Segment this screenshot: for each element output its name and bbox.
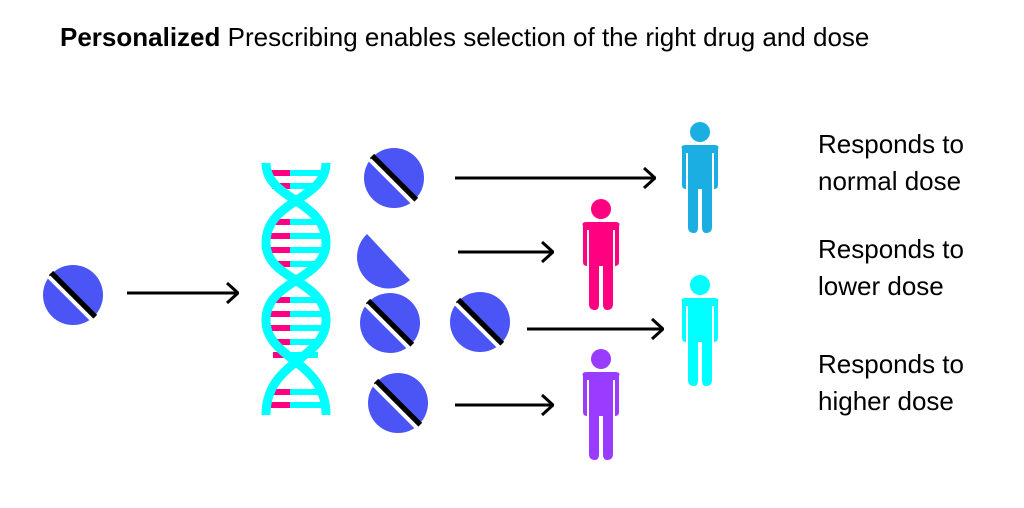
outcome-line: higher dose (818, 386, 954, 416)
person-icon-normal (681, 122, 719, 233)
title: Personalized Prescribing enables selecti… (60, 22, 869, 53)
pill-icon (360, 293, 420, 353)
title-rest: Prescribing enables selection of the rig… (220, 22, 870, 52)
person-icon-higher-alt (582, 349, 620, 460)
pill-icon (368, 373, 428, 433)
outcome-line: Responds to (818, 234, 964, 264)
outcome-line: normal dose (818, 166, 962, 196)
outcome-higher: Responds to higher dose (818, 346, 964, 420)
pill-icon (43, 265, 103, 325)
pill-icon (450, 292, 510, 352)
title-bold: Personalized (60, 22, 221, 52)
outcome-line: Responds to (818, 349, 964, 379)
person-icon-lower (582, 199, 620, 310)
half-pill-icon (357, 234, 410, 289)
pill-icon (364, 148, 424, 208)
dna-icon (261, 162, 331, 416)
outcome-line: lower dose (818, 271, 944, 301)
outcome-lower: Responds to lower dose (818, 231, 964, 305)
person-icon-higher (681, 275, 719, 386)
outcome-normal: Responds to normal dose (818, 126, 964, 200)
outcome-line: Responds to (818, 129, 964, 159)
